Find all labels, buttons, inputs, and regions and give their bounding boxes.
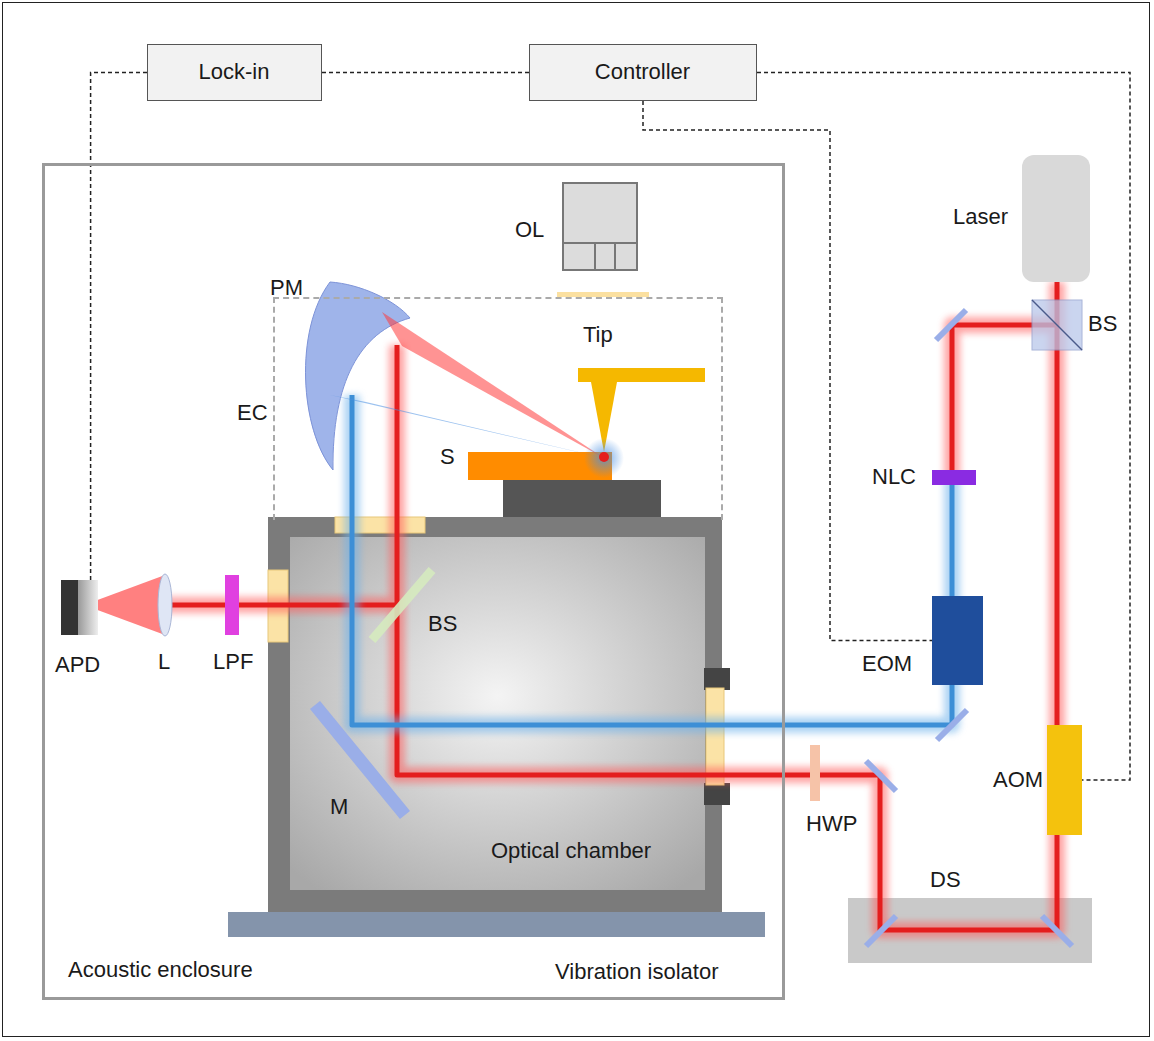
instrument-box: Controller: [529, 44, 757, 101]
nonlinear-crystal: [932, 470, 976, 485]
node-label: Acoustic enclosure: [68, 958, 253, 982]
enclosure-outline: Acoustic enclosure Optical chamber EC APD: [42, 163, 785, 1000]
beam-splitter: [372, 570, 432, 640]
part-label: Tip: [583, 323, 613, 347]
tip-focus: [599, 452, 609, 462]
node-label: Controller: [595, 60, 690, 84]
chamber-box: Optical chamber: [271, 520, 725, 915]
node-label: Lock-in: [199, 60, 270, 84]
node-label: Optical chamber: [491, 839, 651, 863]
photodiode: APD: [61, 580, 98, 635]
part-label: HWP: [806, 812, 857, 836]
sample-stage: [503, 480, 661, 517]
focused-blue-beam: [330, 395, 604, 458]
parabolic-mirror: [306, 282, 410, 470]
modulator-box: EOM: [932, 596, 983, 685]
mirror: [936, 310, 966, 340]
tip-glow: [584, 438, 624, 478]
window-clamp: [704, 783, 730, 805]
dashed-wire: [757, 73, 1130, 781]
part-label: LPF: [213, 650, 253, 674]
part-label: S: [440, 445, 455, 469]
instrument-box: Lock-in: [147, 44, 322, 101]
mirror: [866, 916, 896, 946]
dashed-wire: [322, 72, 529, 74]
focused-red-beam: [382, 312, 604, 458]
mirror: [315, 705, 405, 815]
long-pass-filter: [225, 575, 239, 635]
dashed-wire: [91, 73, 147, 581]
blue-beam: [352, 395, 952, 725]
part-label: Vibration isolator: [555, 960, 718, 984]
objective-lens: [563, 183, 637, 270]
objective-lens-detail: [563, 243, 637, 270]
modulator-box: AOM: [1047, 725, 1082, 835]
mirror: [937, 710, 967, 740]
signal-wire: [322, 72, 529, 73]
beam-splitter-diagonal: [1032, 300, 1082, 350]
signal-wire: [643, 101, 932, 641]
node-label: EOM: [862, 652, 912, 676]
node-label: Laser: [953, 205, 1008, 229]
part-label: BS: [428, 612, 457, 636]
half-wave-plate: [810, 745, 820, 801]
cantilever: [578, 368, 705, 382]
lens: [158, 574, 172, 636]
laser-box: Laser: [1022, 155, 1090, 282]
signal-wire: [91, 73, 147, 581]
mirror: [866, 761, 896, 791]
node-label: APD: [55, 653, 100, 677]
part-label: M: [330, 795, 348, 819]
window-clamp: [704, 668, 730, 690]
chamber-wall: [268, 517, 722, 912]
red-beam: [165, 282, 1057, 930]
part-label: DS: [930, 868, 961, 892]
signal-wire: [757, 73, 1130, 781]
part-label: OL: [515, 218, 544, 242]
dashed-wire: [643, 101, 932, 641]
part-label: PM: [270, 276, 303, 300]
mirror: [1042, 916, 1072, 946]
part-label: L: [158, 650, 170, 674]
part-label: BS: [1088, 312, 1117, 336]
beam-splitter-cube: [1032, 300, 1082, 350]
node-label: AOM: [993, 768, 1043, 792]
vibration-isolator: [228, 912, 765, 937]
environment-chamber: EC: [273, 297, 723, 520]
part-label: NLC: [872, 465, 916, 489]
node-label: EC: [237, 401, 268, 425]
